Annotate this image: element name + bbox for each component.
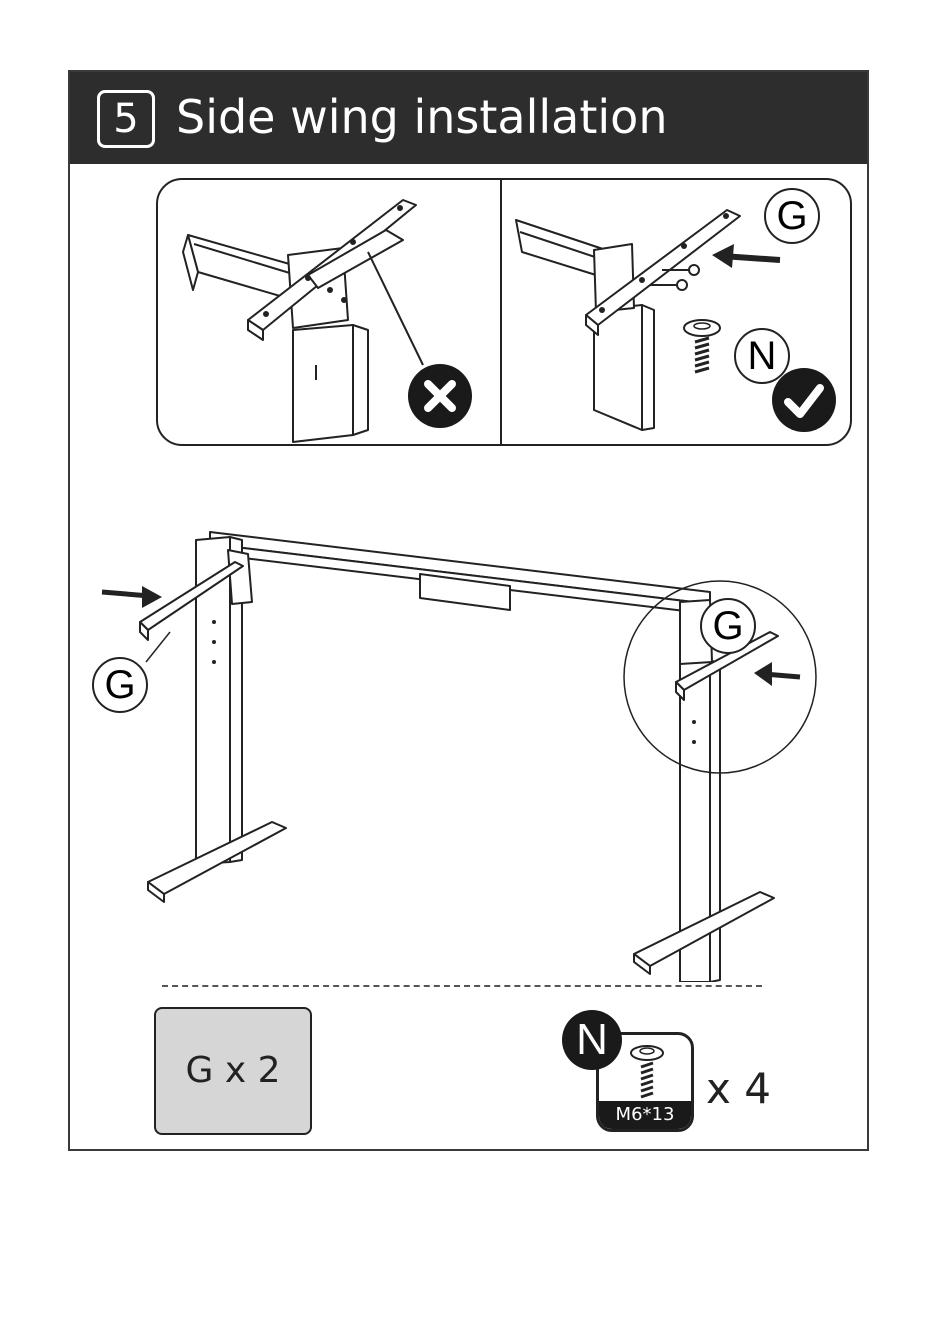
- step-header: 5 Side wing installation: [70, 72, 867, 164]
- part-n-badge: N: [562, 1010, 622, 1070]
- step-number-box: 5: [97, 90, 155, 148]
- comparison-panel: G N: [156, 178, 852, 446]
- section-divider: [162, 985, 762, 987]
- wrong-orientation-panel: [158, 180, 500, 444]
- screw-size-label: M6*13: [599, 1101, 691, 1129]
- part-n-count: x 4: [706, 1064, 771, 1114]
- part-g-count: G x 2: [154, 1007, 312, 1135]
- instruction-frame: 5 Side wing installation: [68, 70, 869, 1151]
- desk-frame-drawing: G G: [80, 492, 860, 982]
- desk-frame-svg: [80, 492, 860, 982]
- correct-orientation-panel: G N: [502, 180, 850, 444]
- cross-icon: [408, 364, 472, 428]
- g-callout-left: G: [92, 657, 148, 713]
- step-title: Side wing installation: [176, 86, 667, 148]
- check-icon: [772, 368, 836, 432]
- g-callout-right: G: [700, 598, 756, 654]
- g-callout: G: [764, 188, 820, 244]
